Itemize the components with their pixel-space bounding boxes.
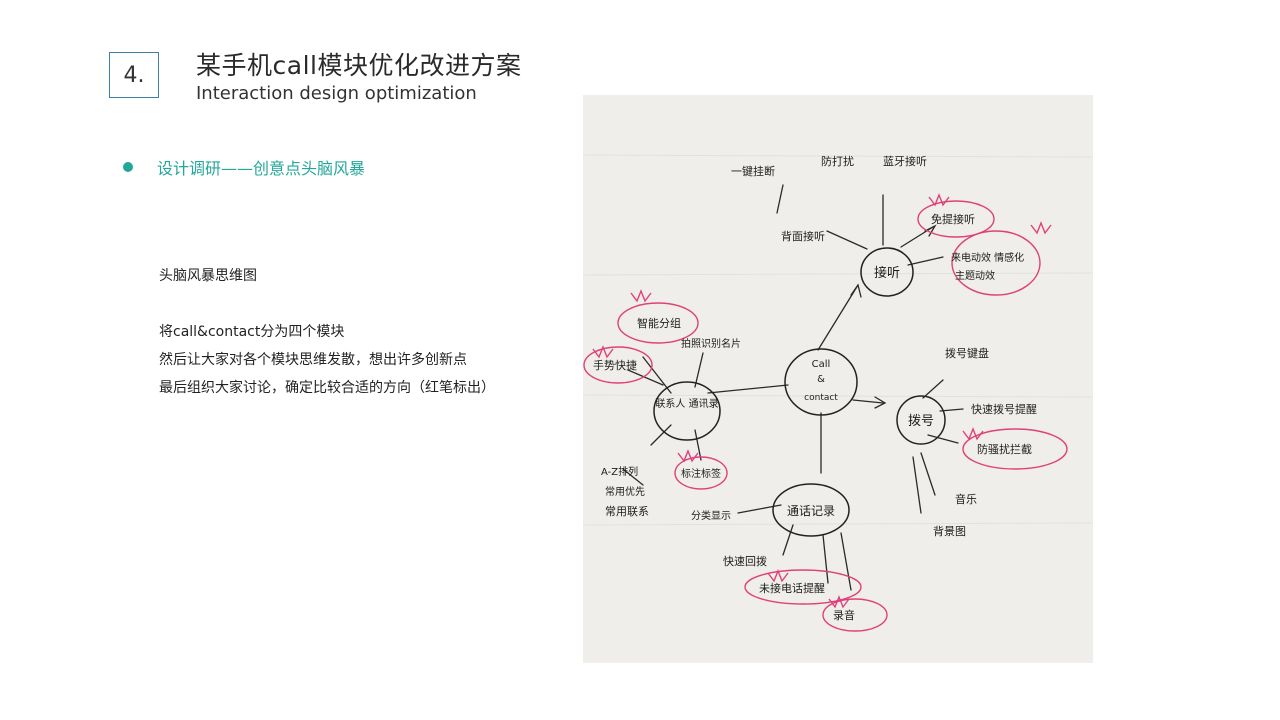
body-text: 头脑风暴思维图 将call&contact分为四个模块 然后让大家对各个模块思维… — [159, 262, 495, 402]
dial-idea-5: 背景图 — [933, 524, 966, 538]
log-node-circle — [772, 483, 850, 537]
section-heading-text: 设计调研——创意点头脑风暴 — [157, 159, 366, 178]
dial-idea-3: 防骚扰拦截 — [977, 442, 1032, 456]
answer-idea-6: 来电动效 情感化 — [951, 251, 1024, 264]
body-line-1: 将call&contact分为四个模块 — [159, 324, 345, 340]
contact-idea-1: 智能分组 — [637, 316, 681, 330]
log-idea-2: 快速回拨 — [723, 554, 767, 568]
log-idea-1: 分类显示 — [691, 509, 731, 522]
contact-node-label: 联系人 通讯录 — [655, 398, 718, 410]
answer-idea-3: 蓝牙接听 — [883, 155, 927, 168]
body-line-2: 然后让大家对各个模块思维发散，想出许多创新点 — [159, 352, 467, 368]
log-idea-4: 录音 — [833, 608, 855, 622]
slide-subtitle: Interaction design optimization — [196, 83, 477, 104]
contact-idea-2: 手势快捷 — [593, 358, 637, 372]
log-node-label: 通话记录 — [787, 504, 835, 518]
answer-idea-1: 一键挂断 — [731, 164, 775, 178]
answer-node-label: 接听 — [874, 265, 900, 281]
section-heading: 设计调研——创意点头脑风暴 — [123, 155, 365, 179]
mindmap-sketch: Call & contact 接听 拨号 通话记录 联系人 通讯录 一键挂断 防… — [583, 154, 1093, 632]
body-heading: 头脑风暴思维图 — [159, 268, 257, 284]
contact-idea-7: 标注标签 — [681, 467, 721, 480]
log-idea-3: 未接电话提醒 — [759, 582, 825, 595]
slide-number-box: 4. — [109, 52, 159, 98]
bullet-dot-icon — [123, 162, 133, 172]
contact-idea-6: 常用优先 — [605, 485, 645, 498]
contact-idea-4: 常用联系 — [605, 505, 649, 518]
answer-idea-7: 主题动效 — [955, 269, 995, 282]
contact-node-circle — [653, 381, 721, 441]
center-node-line-3: contact — [804, 393, 838, 403]
slide-title: 某手机call模块优化改进方案 — [196, 51, 522, 80]
dial-idea-4: 音乐 — [955, 492, 977, 506]
dial-node-label: 拨号 — [908, 414, 934, 429]
answer-node-circle — [860, 247, 914, 297]
contact-idea-3: 拍照识别名片 — [681, 337, 741, 350]
dial-node-circle — [896, 395, 946, 445]
body-line-3: 最后组织大家讨论，确定比较合适的方向（红笔标出） — [159, 380, 495, 396]
mindmap-photo: Call & contact 接听 拨号 通话记录 联系人 通讯录 一键挂断 防… — [583, 95, 1093, 663]
contact-idea-5: A-Z排列 — [601, 465, 638, 478]
dial-idea-1: 拨号键盘 — [945, 346, 989, 360]
dial-idea-2: 快速拨号提醒 — [971, 402, 1037, 416]
center-node-line-1: Call — [812, 359, 831, 370]
answer-idea-4: 背面接听 — [781, 229, 825, 243]
center-node-line-2: & — [817, 374, 825, 385]
answer-idea-2: 防打扰 — [821, 154, 854, 168]
answer-idea-5: 免提接听 — [931, 212, 975, 226]
slide-number: 4. — [123, 62, 145, 88]
center-node-circle — [784, 348, 858, 416]
